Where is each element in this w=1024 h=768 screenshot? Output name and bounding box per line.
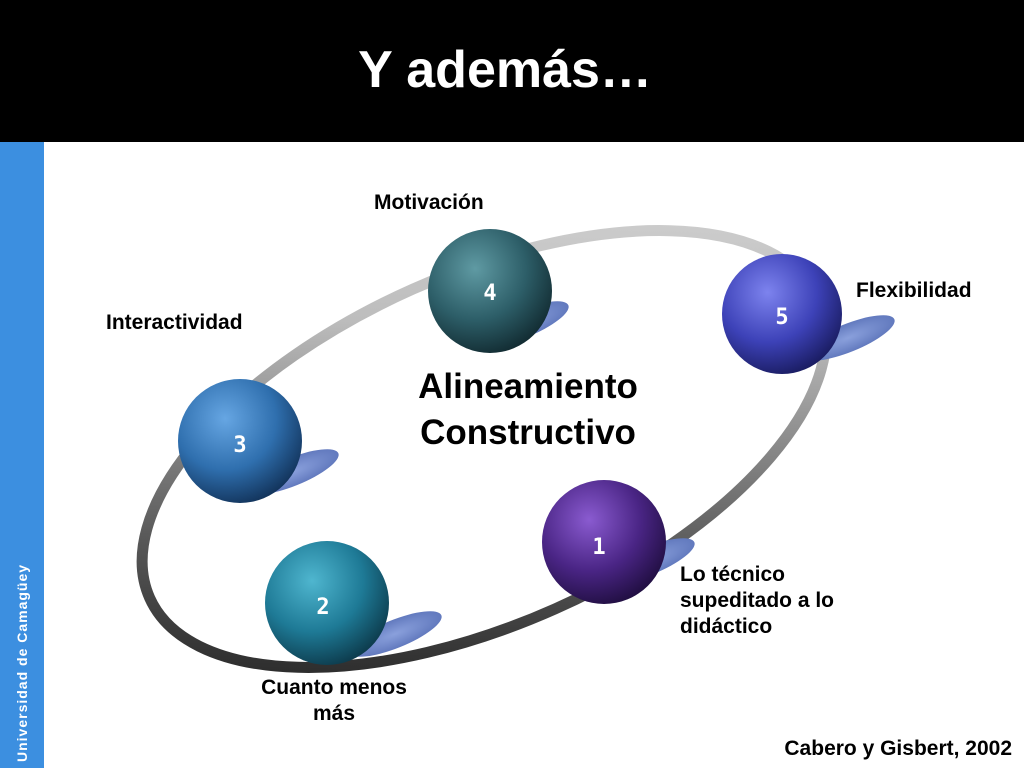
center-title: Alineamiento Constructivo	[418, 367, 638, 452]
node-sphere-4	[428, 229, 552, 353]
node-number-4: 4	[483, 281, 496, 306]
node-number-1: 1	[592, 535, 605, 560]
node-sphere-1	[542, 480, 666, 604]
node-label-4: Motivación	[374, 191, 484, 214]
node-number-3: 3	[233, 433, 246, 458]
node-sphere-3	[178, 379, 302, 503]
title-bar	[0, 0, 1024, 142]
node-number-2: 2	[316, 595, 329, 620]
side-band	[0, 142, 44, 768]
node-label-3: Interactividad	[106, 311, 243, 334]
node-label-1: Lo técnico supeditado a lo didáctico	[680, 563, 835, 638]
node-label-5: Flexibilidad	[856, 279, 972, 302]
slide-title: Y además…	[358, 41, 652, 99]
node-sphere-5	[722, 254, 842, 374]
citation: Cabero y Gisbert, 2002	[784, 737, 1012, 760]
node-number-5: 5	[775, 305, 788, 330]
node-sphere-2	[265, 541, 389, 665]
node-label-2: Cuanto menos más	[261, 676, 407, 725]
